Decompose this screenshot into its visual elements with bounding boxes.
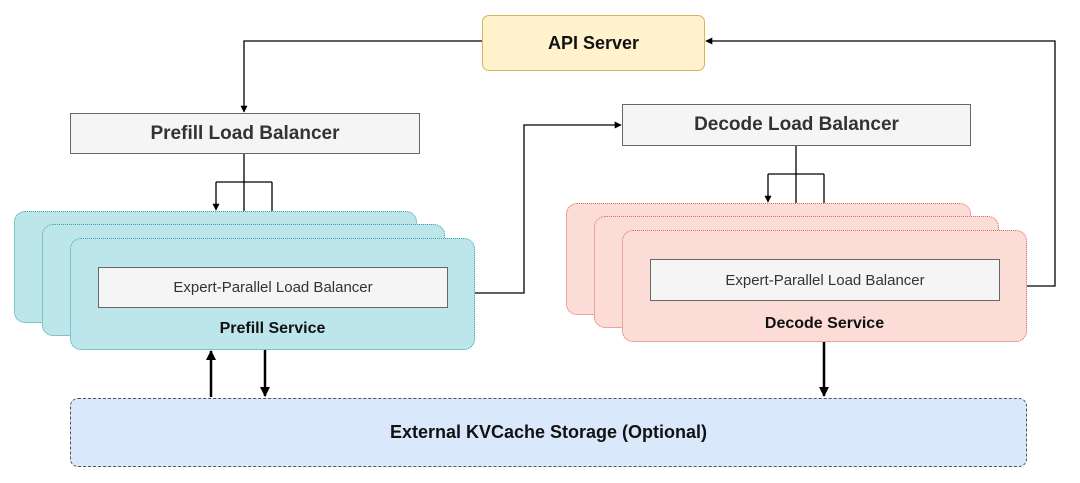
prefill-load-balancer-node: Prefill Load Balancer	[70, 113, 420, 154]
external-kvcache-storage-label: External KVCache Storage (Optional)	[389, 422, 708, 442]
prefill-service-card-front: Expert-Parallel Load Balancer Prefill Se…	[70, 238, 475, 350]
decode-service-label: Decode Service	[764, 315, 885, 332]
decode-expert-parallel-lb: Expert-Parallel Load Balancer	[650, 259, 1000, 301]
api-server-node: API Server	[482, 15, 705, 71]
prefill-load-balancer-label: Prefill Load Balancer	[150, 122, 340, 144]
edge-decode-service-to-api	[705, 37, 1056, 287]
edge-api-to-prefill-lb	[240, 40, 482, 113]
decode-load-balancer-node: Decode Load Balancer	[622, 104, 971, 146]
prefill-service-label: Prefill Service	[219, 320, 326, 337]
edge-prefill-service-to-decode-lb	[475, 121, 622, 294]
external-kvcache-storage-node: External KVCache Storage (Optional)	[70, 398, 1027, 467]
prefill-expert-parallel-lb: Expert-Parallel Load Balancer	[98, 267, 448, 308]
prefill-expert-parallel-lb-label: Expert-Parallel Load Balancer	[173, 279, 373, 296]
decode-service-card-front: Expert-Parallel Load Balancer Decode Ser…	[622, 230, 1027, 342]
decode-load-balancer-label: Decode Load Balancer	[694, 114, 899, 135]
decode-expert-parallel-lb-label: Expert-Parallel Load Balancer	[725, 271, 925, 289]
api-server-label: API Server	[547, 32, 640, 53]
